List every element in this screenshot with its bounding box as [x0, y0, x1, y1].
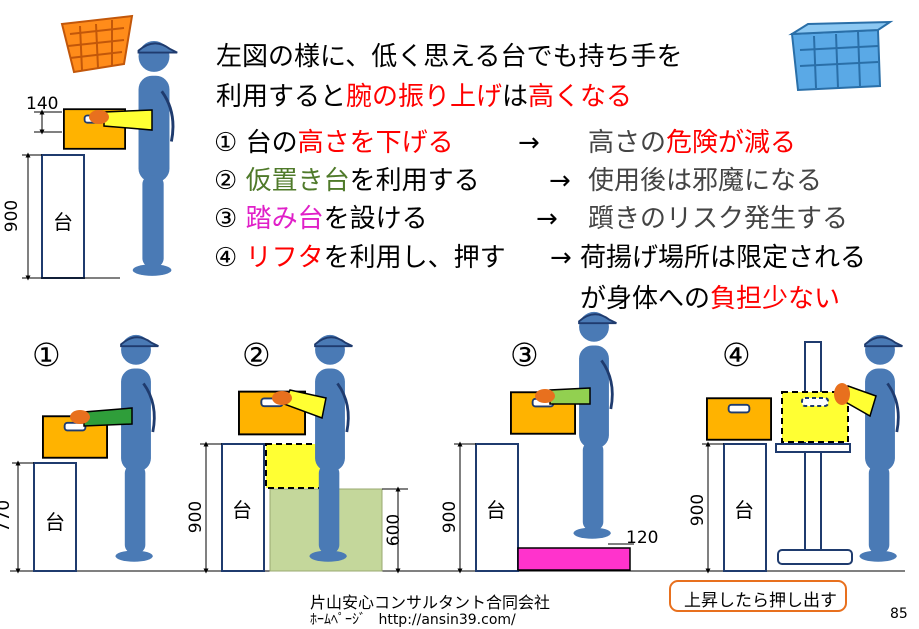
panel-3-table	[475, 443, 519, 572]
panel-1-table	[33, 462, 77, 572]
panel-2-table	[221, 443, 265, 572]
item-1-b: 高さを下げる	[297, 128, 454, 158]
panel-4-table-label: 台	[734, 498, 754, 522]
panel-4-table	[723, 443, 767, 572]
intro-line2-a: 利用すると	[216, 82, 347, 112]
item-4-arrow: →	[550, 243, 572, 273]
item-1-num: ①	[214, 128, 238, 158]
panel-2-num: ②	[242, 336, 271, 374]
intro-line2-c: は	[502, 82, 529, 112]
intro-line-1: 左図の様に、低く思える台でも持ち手を	[216, 42, 683, 72]
item-3-num: ③	[214, 204, 238, 234]
panel-3-person	[571, 310, 618, 541]
panel-2-table-label: 台	[232, 498, 252, 522]
item-4-b: リフタ	[245, 243, 324, 273]
item-3-result: 躓きのリスク発生する	[588, 204, 849, 234]
panel-3-arm	[549, 387, 591, 405]
item-1: ① 台の高さを下げる	[214, 128, 454, 158]
top-hand	[89, 110, 109, 124]
item-2-arrow: →	[549, 166, 571, 196]
intro-line2-b: 腕の振り上げ	[346, 82, 503, 112]
item-4-c2: を利用し、押す	[323, 243, 506, 273]
panel-1-num: ①	[32, 336, 61, 374]
top-dim-handle: 140	[26, 94, 59, 114]
footer-homepage-label: ﾎｰﾑﾍﾟｰｼﾞ	[310, 612, 366, 628]
panel-1-table-label: 台	[45, 510, 65, 534]
panel-2-dim-table: 900	[186, 500, 207, 534]
panel-1-person	[113, 333, 160, 564]
top-arm	[103, 109, 153, 131]
item-4-result: 荷揚げ場所は限定される	[580, 243, 867, 273]
blue-crate-icon	[788, 20, 894, 92]
item-2-num: ②	[214, 166, 238, 196]
panel-3-dim-table: 900	[440, 500, 461, 534]
item-4-num: ④	[214, 243, 238, 273]
panel-4-crate	[706, 397, 772, 441]
orange-crate-icon	[60, 14, 134, 74]
panel-4-dim-table: 900	[688, 493, 709, 527]
top-person	[131, 39, 179, 278]
panel-4-lifter	[775, 341, 853, 565]
page-number: 85	[890, 606, 908, 622]
item-2: ② 仮置き台を利用する	[214, 166, 480, 196]
item-4-line2-b: 負担少ない	[710, 284, 841, 314]
item-1-c: 高さの	[588, 128, 667, 158]
panel-3-step	[517, 547, 631, 571]
panel-4-num: ④	[722, 336, 751, 374]
item-3-b: 踏み台	[245, 204, 324, 234]
item-1-result: 高さの危険が減る	[588, 128, 796, 158]
item-4-line2-a: が身体への	[580, 284, 711, 314]
panel-3-table-label: 台	[486, 498, 506, 522]
item-3-arrow: →	[536, 204, 558, 234]
item-4: ④ リフタを利用し、押す	[214, 243, 506, 273]
item-3: ③ 踏み台を設ける	[214, 204, 428, 234]
panel-1-dim-table: 770	[0, 499, 15, 533]
item-2-result: 使用後は邪魔になる	[588, 166, 823, 196]
top-table-label: 台	[53, 210, 73, 234]
intro-line-2: 利用すると腕の振り上げは高くなる	[216, 82, 632, 112]
callout-text: 上昇したら押し出す	[684, 591, 837, 611]
item-2-b: 仮置き台	[245, 166, 350, 196]
item-3-c2: を設ける	[323, 204, 428, 234]
item-1-arrow: →	[518, 128, 540, 158]
panel-1-arm	[83, 407, 133, 427]
panel-4-person	[857, 333, 904, 564]
panel-2-dim-stand: 600	[384, 513, 405, 547]
footer-homepage: ﾎｰﾑﾍﾟｰｼﾞ http://ansin39.com/	[310, 609, 516, 629]
panel-3-num: ③	[510, 336, 539, 374]
footer-company: 片山安心コンサルタント合同会社	[310, 593, 551, 612]
item-1-d: 危険が減る	[666, 128, 797, 158]
callout-box	[669, 580, 847, 612]
intro-line2-d: 高くなる	[528, 82, 633, 112]
panel-3-dim-step: 120	[626, 528, 659, 548]
footer-url[interactable]: http://ansin39.com/	[378, 612, 516, 628]
item-4-result-line2: が身体への負担少ない	[580, 284, 840, 314]
item-2-c2: を利用する	[349, 166, 480, 196]
top-dim-table: 900	[2, 199, 23, 233]
item-1-a: 台の	[245, 128, 298, 158]
